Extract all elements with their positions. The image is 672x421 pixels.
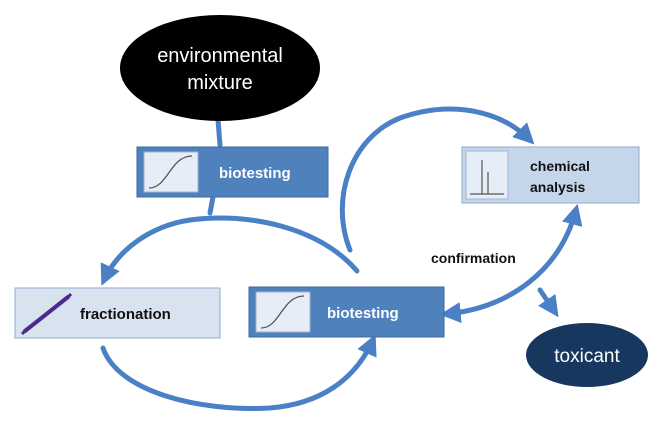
- environmental-mixture-ellipse: [120, 15, 320, 121]
- edge-fractionation-to-biotesting: [100, 334, 377, 411]
- edges: [100, 106, 583, 411]
- chromatogram-icon-bg: [465, 150, 509, 200]
- chemical-analysis-line2: analysis: [530, 179, 585, 195]
- chemical-analysis-line1: chemical: [530, 158, 590, 174]
- chromatography-column-icon: [20, 292, 73, 336]
- node-toxicant: toxicant: [526, 323, 648, 387]
- toxicant-ellipse: [526, 323, 648, 387]
- node-biotesting-center: biotesting: [248, 286, 445, 338]
- sigmoid-curve-icon-bg-center: [255, 291, 311, 333]
- edge-confirmation: [439, 203, 583, 324]
- environmental-mixture-line1: environmental: [157, 45, 283, 67]
- sigmoid-curve-icon-bg: [143, 151, 199, 193]
- fractionation-label: fractionation: [80, 306, 171, 323]
- edge-biotesting-down: [207, 194, 216, 216]
- biotesting-top-label: biotesting: [219, 165, 291, 182]
- environmental-mixture-line2: mixture: [187, 72, 253, 94]
- chromatogram-icon: [470, 160, 504, 195]
- node-environmental-mixture: environmental mixture: [120, 15, 320, 121]
- sigmoid-curve-icon: [260, 295, 305, 329]
- biotesting-center-label: biotesting: [327, 305, 399, 322]
- confirmation-label: confirmation: [431, 250, 516, 266]
- toxicant-label: toxicant: [554, 346, 620, 367]
- node-biotesting-top: biotesting: [136, 146, 329, 198]
- node-chemical-analysis: chemical analysis: [461, 146, 640, 204]
- sigmoid-curve-icon: [148, 155, 193, 189]
- edge-biotesting-to-fractionation: [100, 215, 360, 286]
- edge-biotesting-to-chemical-analysis: [339, 106, 535, 253]
- edge-mixture-to-biotesting: [215, 117, 223, 148]
- node-fractionation: fractionation: [14, 287, 221, 339]
- edge-to-toxicant: [537, 287, 559, 318]
